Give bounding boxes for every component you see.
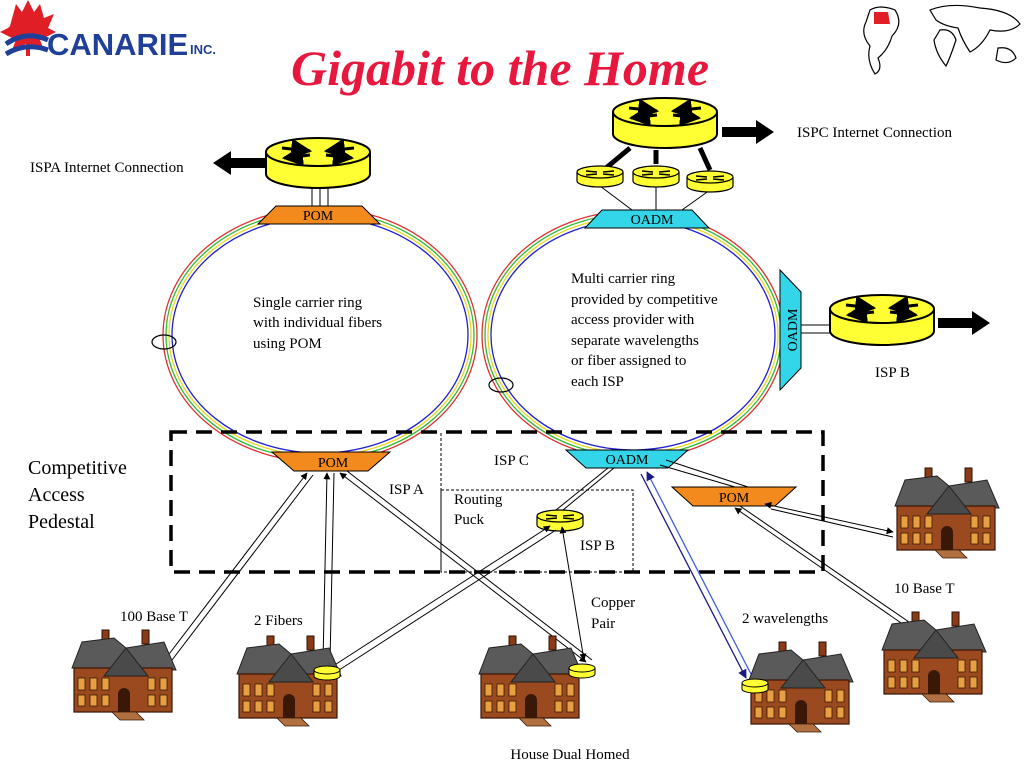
house-icon [881,611,987,703]
router-icon [576,165,624,188]
hundred-base-t-label: 100 Base T [120,609,188,625]
router-icon [568,663,596,679]
ten-base-t-label: 10 Base T [894,581,955,597]
isp-b-label: ISP B [875,365,910,381]
routing-puck-label: Routing Puck [454,492,506,528]
house-dual-homed-label: House Dual Homed [510,747,630,763]
house-icon [71,629,177,721]
svg-text:POM: POM [719,491,750,506]
house-icon [478,635,584,727]
isp-a-label: ISP A [389,482,424,498]
router-icon [266,138,370,188]
right-ring-description: Multi carrier ring provided by competiti… [571,271,721,390]
isp-b-puck-label: ISP B [580,538,615,554]
left-ring [162,207,478,463]
isp-b-router [801,295,990,345]
router-icon [613,98,717,148]
router-icon [632,165,680,188]
pom-bottom-right: POM [670,486,798,507]
maple-leaf-icon [0,0,56,57]
logo-name: CANARIE [47,27,188,62]
page-title: Gigabit to the Home [291,40,709,96]
ispc-connection-label: ISPC Internet Connection [797,125,952,141]
router-icon [741,678,769,694]
left-ring-description: Single carrier ring with individual fibe… [253,295,386,352]
house-icon [894,467,1000,559]
oadm-right: OADM [779,268,802,392]
oadm-bottom: OADM [564,449,690,469]
svg-text:OADM: OADM [631,213,674,228]
arrow-icon [722,120,774,144]
isp-a-router [213,138,370,206]
svg-text:OADM: OADM [606,453,649,468]
house-icon [236,635,342,727]
routing-puck-icon [536,509,584,532]
isp-c-router [576,98,774,211]
router-icon [686,170,734,193]
world-map-icon [863,4,1021,75]
arrow-icon [213,151,265,175]
svg-text:POM: POM [318,456,349,471]
canarie-logo: CANARIE INC. [0,0,216,62]
copper-pair-label: Copper Pair [591,595,639,632]
pom-top: POM [256,205,382,225]
oadm-top: OADM [583,209,711,229]
router-icon [830,295,934,345]
arrow-icon [938,311,990,335]
ispa-connection-label: ISPA Internet Connection [30,160,184,176]
pom-bottom-left: POM [270,451,392,472]
pedestal-label: Competitive Access Pedestal [28,457,132,533]
svg-text:POM: POM [303,209,334,224]
splice-marker [488,377,514,393]
router-icon [313,665,341,681]
splice-marker [151,334,177,350]
logo-suffix: INC. [190,42,216,57]
isp-c-label: ISP C [494,453,529,469]
two-wavelengths-label: 2 wavelengths [742,611,828,627]
svg-text:OADM: OADM [786,308,801,351]
two-fibers-label: 2 Fibers [254,613,303,629]
